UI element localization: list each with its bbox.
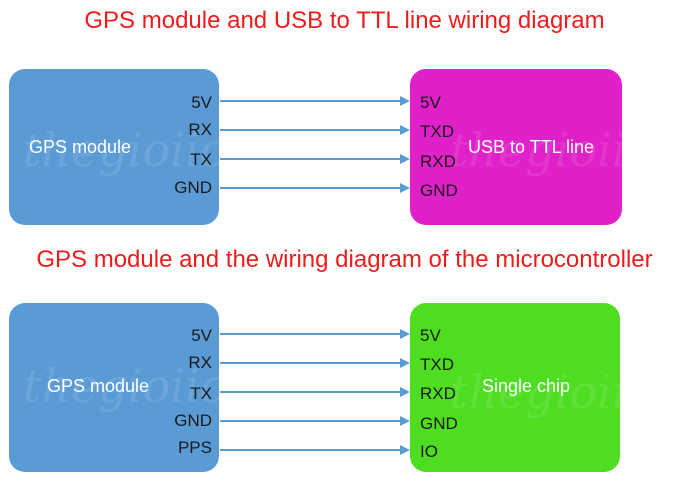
pin-gps-pps-bottom: PPS xyxy=(177,438,212,457)
pin-chip-5v: 5V xyxy=(420,326,441,345)
pin-gps-gnd-bottom: GND xyxy=(174,411,212,430)
usb-ttl-label: USB to TTL line xyxy=(468,137,595,157)
pin-gps-tx-top: TX xyxy=(190,150,212,169)
pin-chip-txd: TXD xyxy=(420,355,454,374)
gps-module-label-bottom: GPS module xyxy=(47,376,150,396)
pin-usb-txd: TXD xyxy=(420,122,454,141)
pin-chip-io: IO xyxy=(420,442,438,461)
pin-gps-tx-bottom: TX xyxy=(190,384,212,403)
pin-gps-rx-top: RX xyxy=(188,120,212,139)
diagram-title-usb-ttl: GPS module and USB to TTL line wiring di… xyxy=(84,7,605,34)
pin-gps-rx-bottom: RX xyxy=(188,353,212,372)
pin-gps-5v-top: 5V xyxy=(191,93,212,112)
diagram-title-microcontroller: GPS module and the wiring diagram of the… xyxy=(36,246,653,273)
pin-gps-gnd-top: GND xyxy=(174,178,212,197)
pin-usb-5v: 5V xyxy=(420,93,441,112)
pin-gps-5v-bottom: 5V xyxy=(191,326,212,345)
pin-chip-gnd: GND xyxy=(420,414,458,433)
single-chip-label: Single chip xyxy=(482,376,571,396)
pin-usb-gnd: GND xyxy=(420,181,458,200)
pin-chip-rxd: RXD xyxy=(420,384,456,403)
gps-module-label-top: GPS module xyxy=(29,137,132,157)
pin-usb-rxd: RXD xyxy=(420,152,456,171)
